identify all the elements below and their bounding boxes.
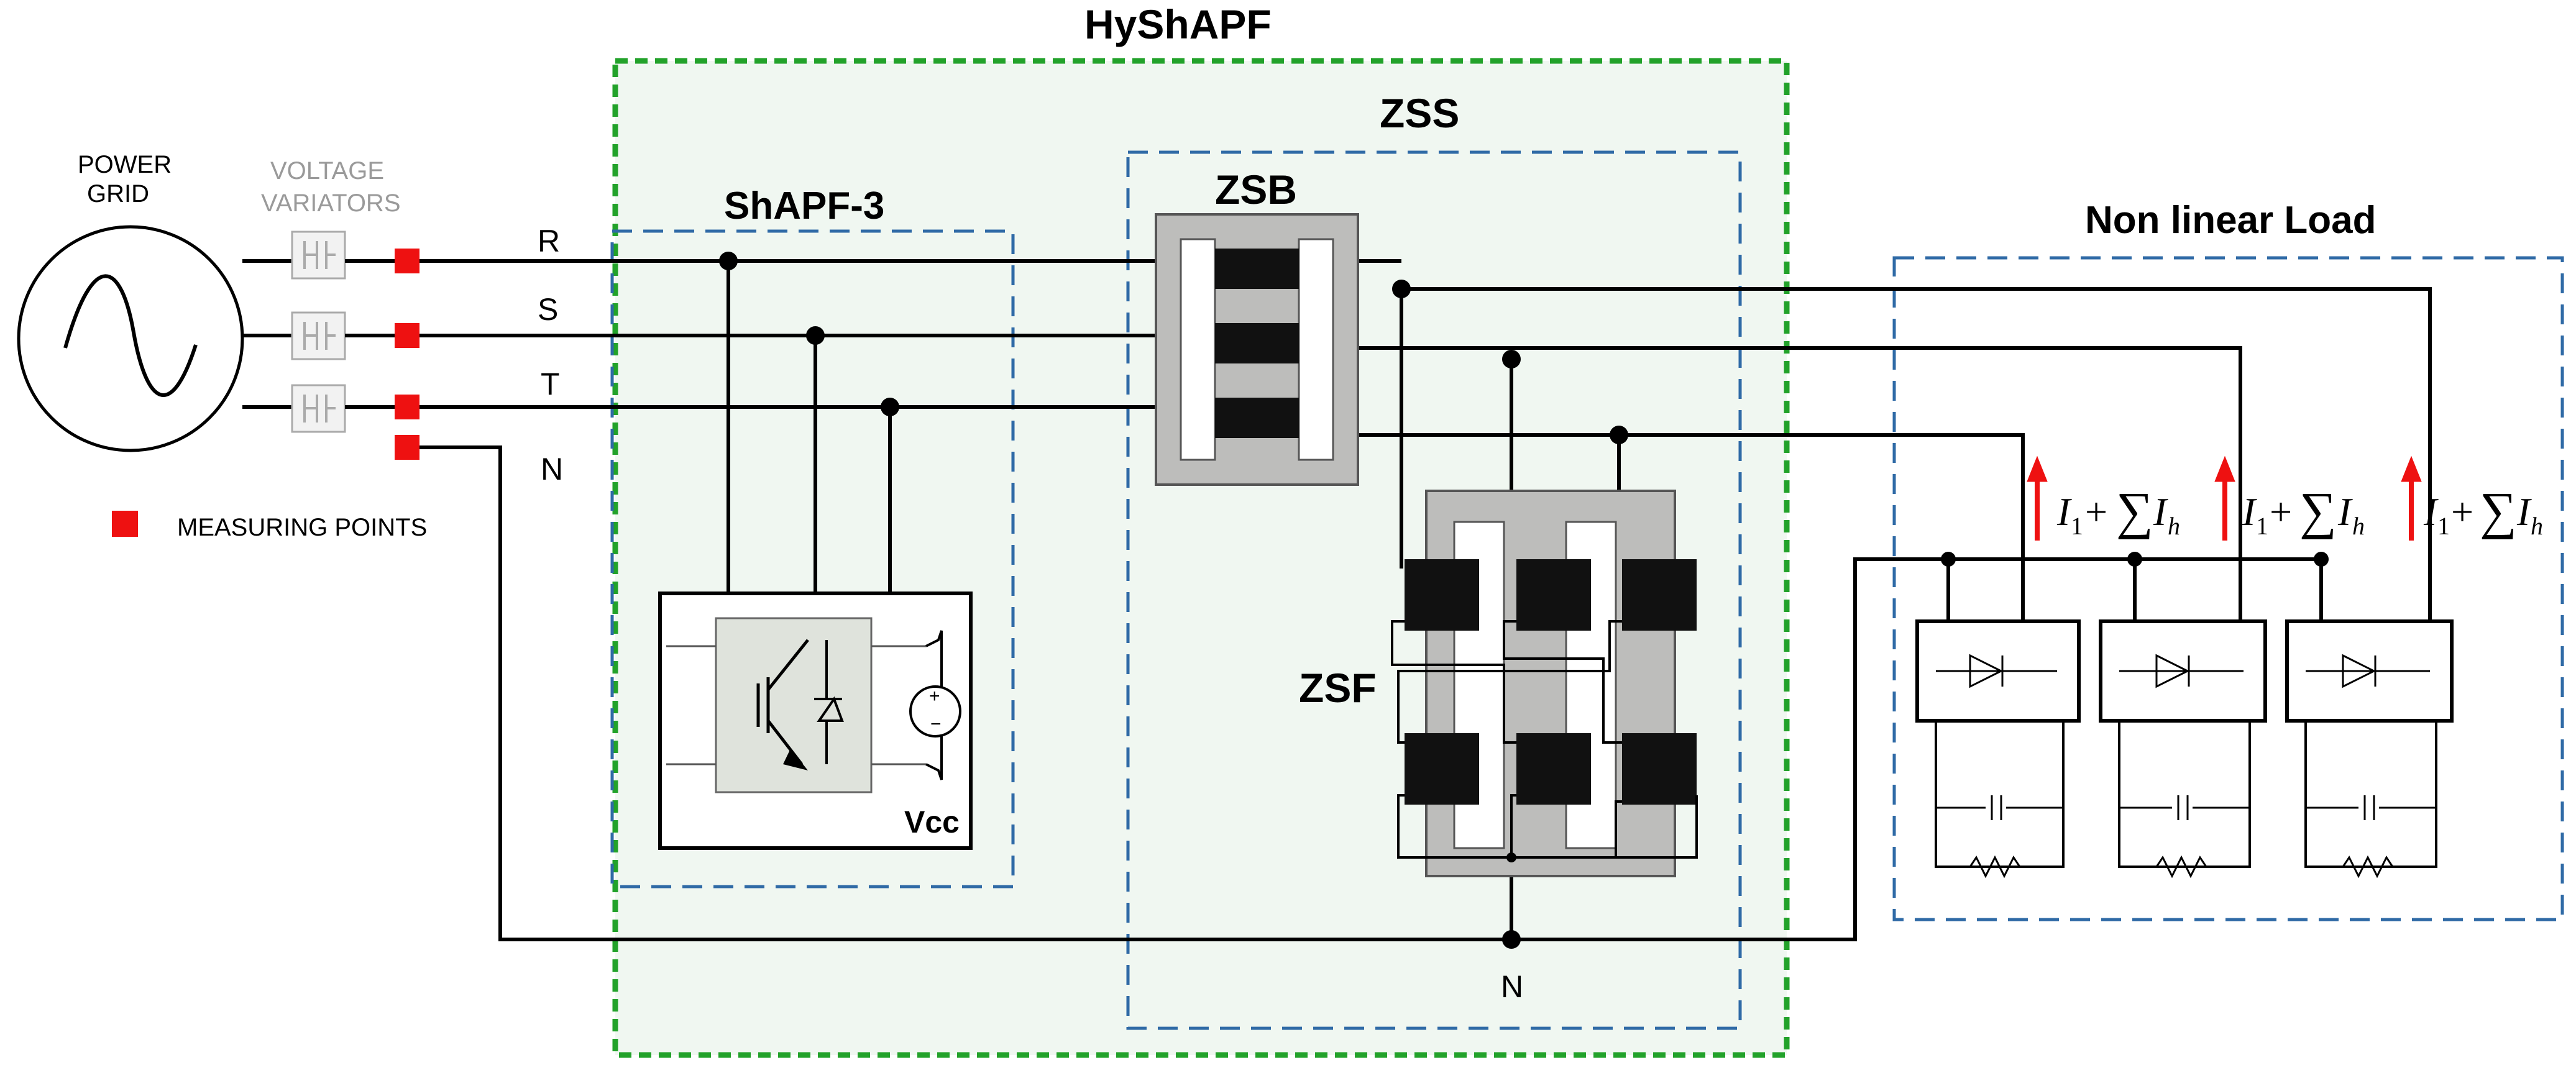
grid-lines <box>242 259 292 409</box>
phase-label-s: S <box>538 292 558 327</box>
current-annotation-2: I 1 + ∑ I h <box>2214 455 2365 541</box>
load-label: Non linear Load <box>2085 199 2376 242</box>
svg-text:I: I <box>2337 490 2353 534</box>
zsb-label: ZSB <box>1215 167 1297 212</box>
power-grid: POWER GRID <box>17 151 244 452</box>
diode-icon <box>2119 654 2244 688</box>
capacitor-icon <box>1936 795 2063 820</box>
svg-text:+: + <box>2451 490 2473 534</box>
load-unit <box>2285 559 2454 879</box>
inverter: + − Vcc <box>658 592 973 850</box>
shapf-label: ShAPF-3 <box>724 185 884 227</box>
svg-text:I: I <box>2516 490 2532 534</box>
voltage-variators-label: VOLTAGE <box>270 157 384 185</box>
current-annotation-1: I 1 + ∑ I h <box>2027 455 2180 541</box>
measuring-point-t <box>395 395 419 419</box>
svg-text:h: h <box>2531 512 2543 540</box>
svg-text:I: I <box>2423 490 2439 534</box>
current-sum: ∑ <box>2116 482 2153 540</box>
diode-icon <box>814 640 844 764</box>
power-grid-label: POWER <box>78 151 172 178</box>
svg-text:+: + <box>929 686 940 706</box>
neutral-label: N <box>1501 969 1523 1004</box>
diode-icon <box>2306 654 2430 688</box>
current-fundamental-sub: 1 <box>2071 512 2083 540</box>
igbt-icon <box>715 617 873 793</box>
zsb-transformer: ZSB <box>1155 167 1359 486</box>
svg-text:1: 1 <box>2256 512 2268 540</box>
zsf-label: ZSF <box>1299 665 1377 711</box>
resistor-icon <box>2155 855 2207 879</box>
current-plus: + <box>2085 490 2107 534</box>
svg-text:+: + <box>2270 490 2292 534</box>
voltage-variator-icon <box>291 231 346 280</box>
ac-source-icon <box>17 225 244 452</box>
voltage-variator-icon <box>291 311 346 360</box>
shapf-taps <box>719 252 899 593</box>
svg-text:I: I <box>2242 490 2257 534</box>
phase-label-n: N <box>541 452 563 486</box>
shapf-block <box>610 229 1015 888</box>
svg-text:∑: ∑ <box>2299 482 2337 540</box>
svg-text:h: h <box>2352 512 2365 540</box>
measuring-point-s <box>395 323 419 348</box>
current-harmonic-sub: h <box>2168 512 2180 540</box>
vcc-label: Vcc <box>904 805 960 839</box>
dc-source-icon <box>909 685 961 738</box>
capacitor-icon <box>2119 795 2250 820</box>
current-fundamental: I <box>2056 490 2072 534</box>
svg-text:1: 1 <box>2437 512 2450 540</box>
measuring-point-n <box>395 435 419 460</box>
zsf-transformer: ZSF <box>1299 490 1698 877</box>
current-harmonic: I <box>2153 490 2168 534</box>
svg-text:−: − <box>930 714 942 734</box>
resistor-icon <box>1969 855 2021 879</box>
voltage-variators-label-2: VARIATORS <box>261 190 401 217</box>
hyshapf-title: HyShAPF <box>1084 1 1272 47</box>
load-block <box>1892 256 2564 921</box>
legend-label: MEASURING POINTS <box>177 514 427 541</box>
resistor-icon <box>2342 855 2394 879</box>
phase-label-t: T <box>541 367 560 401</box>
zss-label: ZSS <box>1380 90 1459 136</box>
load-unit <box>2099 559 2267 879</box>
diode-icon <box>1936 654 2057 688</box>
legend-measuring-point-icon <box>112 511 138 537</box>
measuring-point-r <box>395 249 419 273</box>
sine-wave-icon <box>63 274 198 397</box>
current-annotation-3: I 1 + ∑ I h <box>2401 455 2543 541</box>
load-unit <box>1915 559 2081 879</box>
phase-label-r: R <box>538 224 560 258</box>
capacitor-icon <box>2306 795 2436 820</box>
voltage-variator-icon <box>291 384 346 433</box>
power-grid-label-2: GRID <box>87 180 149 208</box>
svg-text:∑: ∑ <box>2480 482 2517 540</box>
